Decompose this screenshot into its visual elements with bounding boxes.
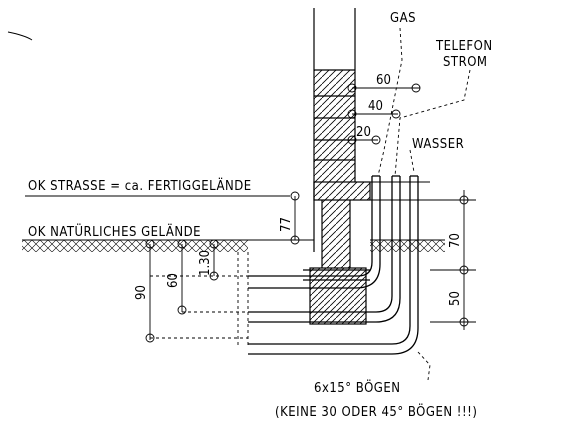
- dim-130: 1.30: [198, 250, 213, 276]
- corner-leader: [7, 31, 33, 41]
- labels: GAS TELEFON STROM WASSER OK STRASSE = ca…: [28, 11, 493, 420]
- dim-40: 40: [368, 99, 383, 114]
- dim-77: 77: [279, 217, 294, 232]
- dim-60b: 60: [166, 273, 181, 288]
- foundation: [303, 267, 370, 325]
- dimension-texts: 60 40 20 77 70 50 90 60 1.30: [134, 73, 463, 306]
- label-wasser: WASSER: [412, 137, 464, 152]
- label-strom: STROM: [443, 55, 488, 70]
- label-ok-gelaende: OK NATÜRLICHES GELÄNDE: [28, 223, 201, 240]
- dim-20: 20: [356, 125, 371, 140]
- dimension-lines: [145, 83, 476, 343]
- dim-90: 90: [134, 285, 149, 300]
- label-telefon: TELEFON: [435, 39, 493, 54]
- label-ok-strasse: OK STRASSE = ca. FERTIGGELÄNDE: [28, 178, 252, 194]
- dim-70: 70: [448, 233, 463, 248]
- label-boegen-note: (KEINE 30 ODER 45° BÖGEN !!!): [275, 403, 477, 420]
- dim-50: 50: [448, 291, 463, 306]
- building-wall: [313, 8, 371, 268]
- label-gas: GAS: [390, 11, 416, 26]
- pipes: [248, 175, 419, 355]
- dim-60: 60: [376, 73, 391, 88]
- label-boegen: 6x15° BÖGEN: [314, 379, 401, 396]
- leaders: [377, 27, 471, 381]
- natural-ground: [22, 239, 445, 345]
